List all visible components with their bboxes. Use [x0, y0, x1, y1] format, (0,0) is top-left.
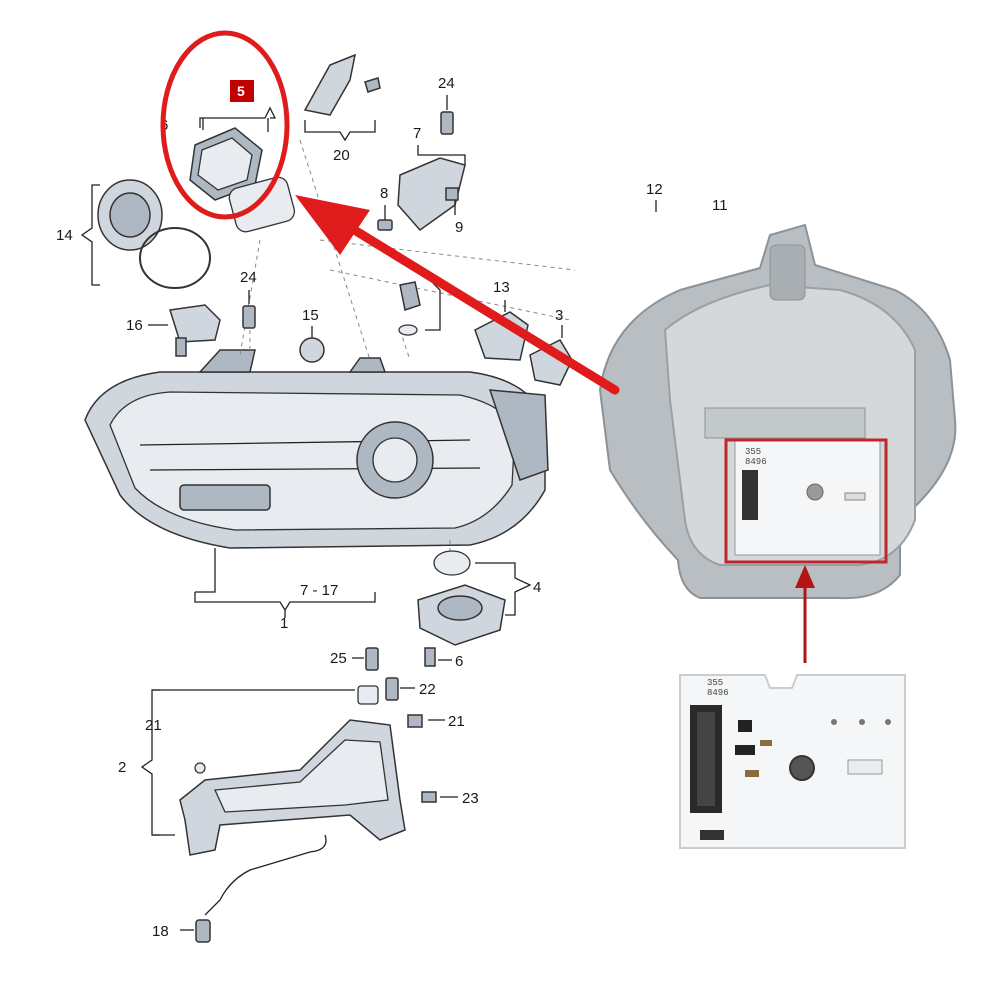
photo-pcb-code-top: 355: [745, 447, 761, 457]
part-number-24b: 24: [240, 269, 257, 286]
part-number-6b: 6: [455, 653, 463, 670]
led-module-photo: 355 8496: [598, 223, 957, 600]
part-number-23: 23: [462, 790, 479, 807]
bare-pcb-photo: 355 8496: [679, 674, 906, 849]
part-14-cap: 14: [56, 179, 211, 289]
lower-screws: 25 22 21 23: [330, 647, 479, 807]
part-24-screw-top: 24: [438, 75, 455, 135]
part-number-15: 15: [302, 307, 319, 324]
part-5-badge-label: 5: [237, 83, 245, 99]
part-5-badge: [230, 80, 254, 102]
part-number-2: 2: [118, 759, 126, 776]
part-number-16: 16: [126, 317, 143, 334]
part-number-25: 25: [330, 650, 347, 667]
part-number-1: 1: [280, 615, 288, 632]
part-5-led-module: 5 6: [160, 30, 296, 233]
highlight-circle: [160, 30, 290, 220]
part-24-screw-lower: 24: [240, 269, 257, 329]
part-number-18: 18: [152, 923, 169, 940]
part-15-bulb: 15: [299, 307, 325, 363]
photo-pcb-code-bottom: 8496: [745, 457, 767, 467]
thin-red-arrow: [795, 565, 815, 663]
part-number-22: 22: [419, 681, 436, 698]
part-range-label: 7 - 17: [300, 582, 338, 599]
part-4-ballast: 4 6: [417, 550, 541, 670]
part-number-7: 7: [413, 125, 421, 142]
part-number-8: 8: [380, 185, 388, 202]
part-number-20: 20: [333, 147, 350, 164]
part-2-lower-bracket: 2 21 18: [118, 689, 406, 943]
part-8-9: 8 9: [377, 185, 463, 236]
photo-pcb-highlight-box: [724, 438, 888, 564]
part-number-21: 21: [145, 717, 162, 734]
part-number-12: 12: [646, 181, 663, 198]
part-number-3: 3: [555, 307, 563, 324]
big-red-arrow: [295, 195, 620, 395]
headlight-housing: [84, 349, 549, 549]
part-number-13: 13: [493, 279, 510, 296]
part-13-3: 13 3: [398, 279, 573, 386]
part-number-9: 9: [455, 219, 463, 236]
part-16-bulb: 16: [126, 304, 221, 357]
part-number-24: 24: [438, 75, 455, 92]
part-number-11: 11: [712, 197, 728, 214]
guide-lines: [239, 139, 576, 560]
part-number-14: 14: [56, 227, 73, 244]
pcb-code-bottom: 8496: [707, 688, 729, 698]
pcb-code-top: 355: [707, 678, 723, 688]
part-number-4: 4: [533, 579, 541, 596]
part-number-21b: 21: [448, 713, 465, 730]
part-20-bracket: 20: [303, 53, 381, 164]
